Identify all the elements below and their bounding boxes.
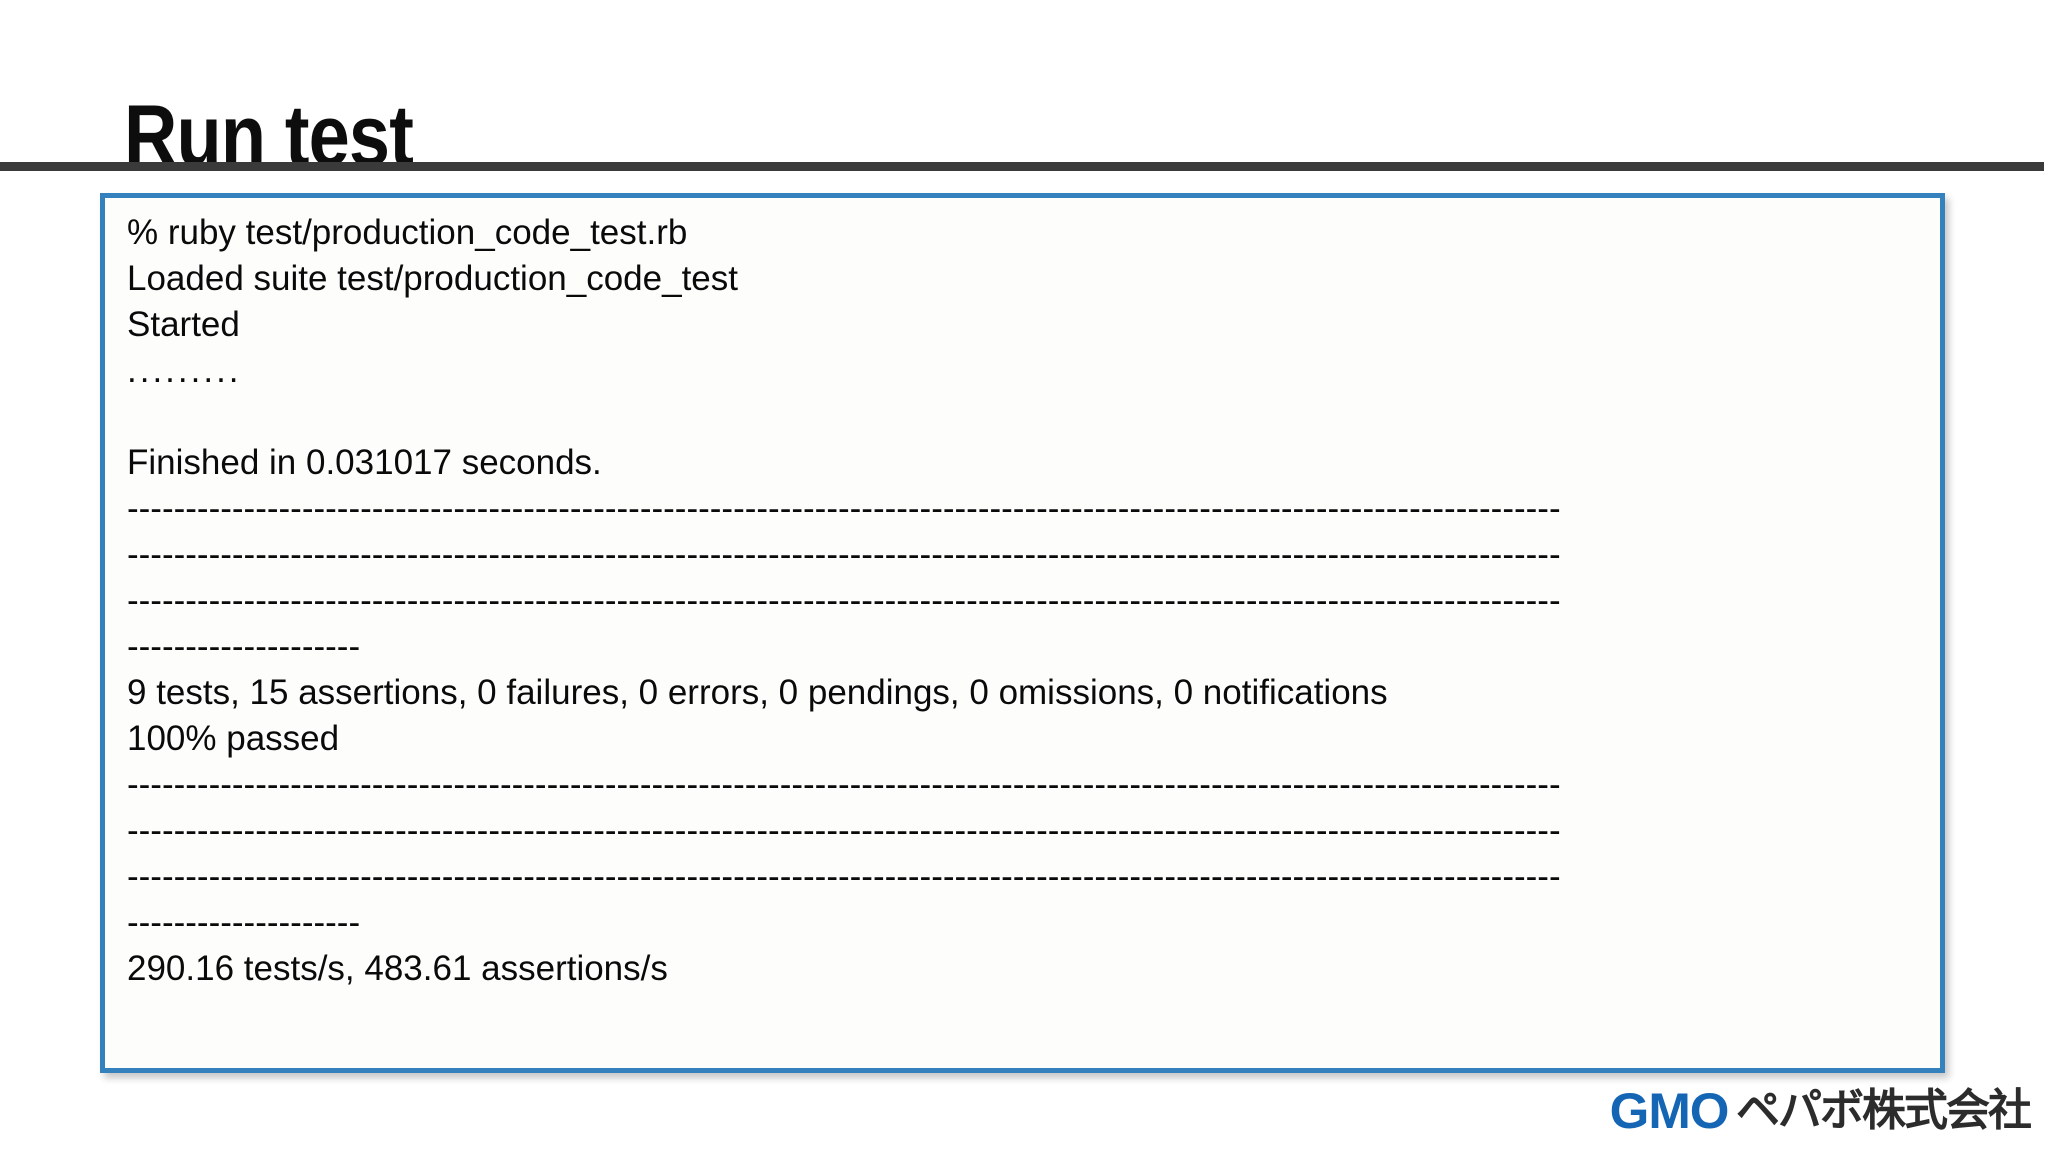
console-line-rule-1d: -------------------- <box>127 627 361 666</box>
title-divider <box>0 162 2044 171</box>
brand-pepabo-text: ペパボ株式会社 <box>1736 1085 2032 1136</box>
console-line-rule-2a: ----------------------------------------… <box>127 765 1561 804</box>
console-line-rule-1c: ----------------------------------------… <box>127 581 1561 620</box>
console-line-blank-1 <box>127 394 1930 440</box>
console-line-throughput: 290.16 tests/s, 483.61 assertions/s <box>127 949 668 988</box>
console-line-rule-2b: ----------------------------------------… <box>127 811 1561 850</box>
console-line-command: % ruby test/production_code_test.rb <box>127 213 688 252</box>
console-line-rule-1b: ----------------------------------------… <box>127 535 1561 574</box>
console-line-rule-1a: ----------------------------------------… <box>127 489 1561 528</box>
brand-gmo-text: GMO <box>1609 1083 1729 1139</box>
console-line-finished: Finished in 0.031017 seconds. <box>127 443 602 482</box>
console-line-rule-2c: ----------------------------------------… <box>127 857 1561 896</box>
console-line-started: Started <box>127 305 240 344</box>
console-line-progress-dots: ......... <box>127 351 242 390</box>
console-line-loaded-suite: Loaded suite test/production_code_test <box>127 259 738 298</box>
brand-logo: GMO ペパボ株式会社 <box>1609 1083 2032 1139</box>
console-line-rule-2d: -------------------- <box>127 903 361 942</box>
console-line-summary: 9 tests, 15 assertions, 0 failures, 0 er… <box>127 673 1388 712</box>
console-line-pass-rate: 100% passed <box>127 719 340 758</box>
